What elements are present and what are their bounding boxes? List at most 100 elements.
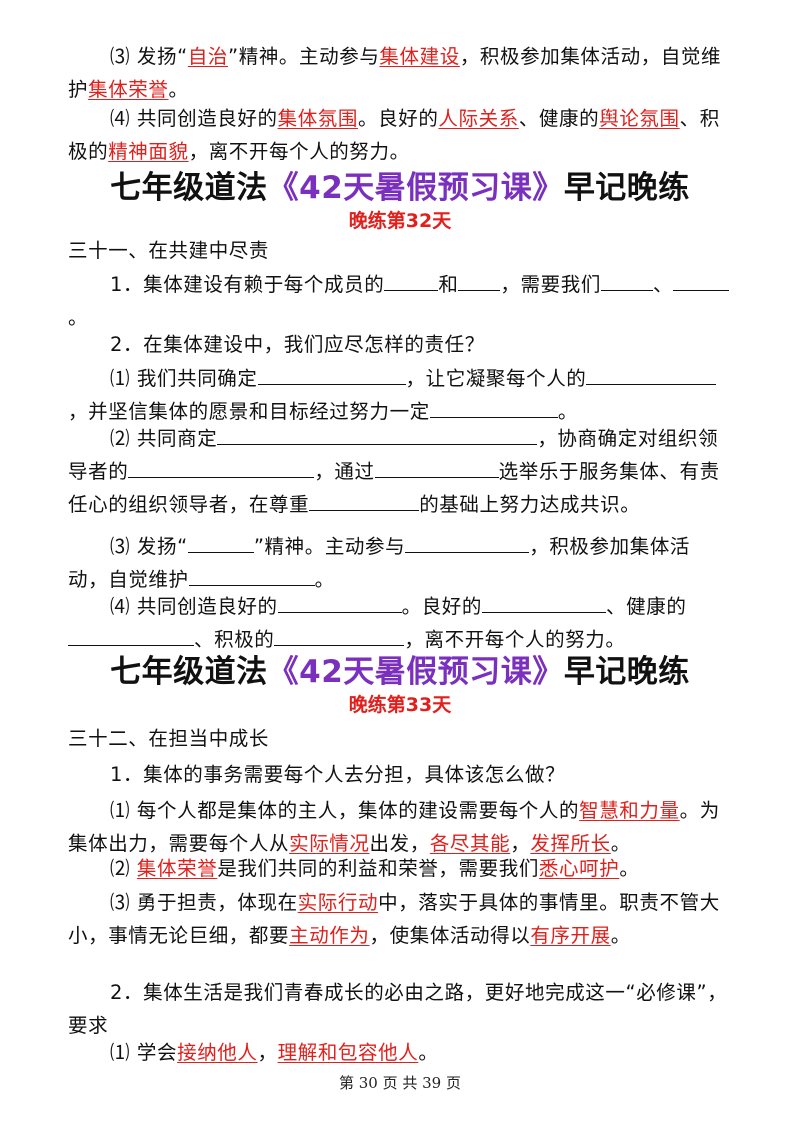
text: 、 (652, 273, 674, 296)
sec31-item-4: ⑷ 共同创造良好的。良好的、健康的、积极的，离不开每个人的努力。 (68, 590, 730, 656)
subtitle-day32: 晚练第32天 (348, 210, 452, 232)
sec31-item-3: ⑶ 发扬“ ”精神。主动参与，积极参加集体活动，自觉维护。 (68, 530, 730, 596)
answer-text: 集体建设 (379, 45, 460, 68)
answer-text: 集体荣誉 (136, 857, 218, 880)
fill-blank[interactable] (309, 490, 420, 511)
fill-blank[interactable] (188, 565, 315, 586)
text: ，积极参加集体活动，自觉维护 (68, 45, 722, 101)
fill-blank[interactable] (673, 270, 730, 291)
sec31-question-2: 2．在集体建设中，我们应尽怎样的责任？ (110, 333, 485, 356)
text: ⑶ 发扬“ (110, 535, 188, 558)
section-title-32: 三十二、在担当中成长 (68, 727, 270, 750)
text: 。 (557, 400, 578, 423)
text: ， (510, 832, 531, 855)
text: 出发， (369, 832, 430, 855)
text: ”精神。主动参与 (228, 45, 380, 68)
answer-text: 各尽其能 (429, 832, 511, 855)
sec32-item-1: ⑴ 每个人都是集体的主人，集体的建设需要每个人的智慧和力量。为集体出力，需要每个… (68, 794, 730, 860)
sec31-question-1: 1．集体建设有赖于每个成员的和，需要我们、。 (68, 268, 730, 334)
text: 选举乐于服务集体、有责任心的组织领导者，在尊重 (68, 460, 720, 516)
fill-blank[interactable] (405, 532, 530, 553)
fill-blank[interactable] (277, 592, 402, 613)
sec32-item-2: ⑵ 集体荣誉是我们共同的利益和荣誉，需要我们悉心呵护。 (68, 852, 730, 885)
text: ，并坚信集体的愿景和目标经过努力一定 (68, 400, 430, 423)
text: 。 (418, 1041, 439, 1064)
sec32-item-2-1: ⑴ 学会接纳他人，理解和包容他人。 (68, 1036, 730, 1069)
subtitle-day33: 晚练第33天 (348, 694, 452, 716)
top-item-4: ⑷ 共同创造良好的集体氛围。良好的人际关系、健康的舆论氛围、积极的精神面貌，离不… (68, 102, 730, 168)
sec32-question-2: 2．集体生活是我们青春成长的必由之路，更好地完成这一“必修课”，要求 (68, 981, 728, 1037)
fill-blank[interactable] (600, 270, 653, 291)
title-text: 早记晚练 (563, 170, 690, 206)
text: ，离不开每个人的努力。 (188, 140, 410, 163)
text: 1．集体建设有赖于每个成员的 (110, 273, 385, 296)
text: 、健康的 (518, 107, 600, 130)
text: ⑵ (110, 857, 137, 880)
answer-text: 主动作为 (289, 924, 370, 947)
text: ， (257, 1041, 278, 1064)
text: ⑶ 勇于担责，体现在 (110, 891, 298, 914)
fill-blank[interactable] (274, 625, 405, 646)
answer-text: 集体氛围 (277, 107, 359, 130)
text: ，让它凝聚每个人的 (405, 367, 587, 390)
text: ⑴ 每个人都是集体的主人，集体的建设需要每个人的 (110, 799, 580, 822)
text: 。 (68, 306, 89, 329)
title-text: 七年级道法 (110, 170, 268, 206)
text: 是我们共同的利益和荣誉，需要我们 (217, 857, 539, 880)
fill-blank[interactable] (187, 532, 254, 553)
answer-text: 人际关系 (438, 107, 519, 130)
fill-blank[interactable] (429, 397, 558, 418)
answer-text: 集体荣誉 (88, 78, 169, 101)
answer-text: 智慧和力量 (579, 799, 680, 822)
title-text: 七年级道法 (110, 654, 268, 690)
answer-text: 理解和包容他人 (277, 1041, 419, 1064)
text: 、健康的 (606, 595, 687, 618)
top-item-3: ⑶ 发扬“自治”精神。主动参与集体建设，积极参加集体活动，自觉维护集体荣誉。 (68, 40, 730, 106)
text: 。 (619, 857, 640, 880)
answer-text: 舆论氛围 (599, 107, 680, 130)
sec31-item-1: ⑴ 我们共同确定 ，让它凝聚每个人的 ，并坚信集体的愿景和目标经过努力一定 。 (68, 362, 730, 428)
text: ，协商确定对组织领导者的 (68, 427, 719, 483)
title-text: 早记晚练 (563, 654, 690, 690)
answer-text: 实际情况 (289, 832, 370, 855)
answer-text: 精神面貌 (108, 140, 189, 163)
title-highlight: 《42天暑假预习课》 (267, 170, 564, 206)
text: ，需要我们 (500, 273, 601, 296)
fill-blank[interactable] (458, 270, 501, 291)
text: ，通过 (314, 460, 375, 483)
text: 。 (610, 832, 631, 855)
text: ”精神。主动参与 (253, 535, 406, 558)
fill-blank[interactable] (68, 625, 194, 646)
text: ⑷ 共同创造良好的 (110, 595, 278, 618)
title-highlight: 《42天暑假预习课》 (267, 654, 564, 690)
text: ⑴ 我们共同确定 (110, 367, 258, 390)
sec32-item-3: ⑶ 勇于担责，体现在实际行动中，落实于具体的事情里。职责不管大小，事情无论巨细，… (68, 886, 730, 952)
fill-blank[interactable] (257, 364, 406, 385)
answer-text: 悉心呵护 (538, 857, 620, 880)
page-number: 第 30 页 共 39 页 (338, 1074, 461, 1092)
fill-blank[interactable] (586, 364, 717, 385)
text: 、积极的 (194, 628, 275, 651)
text: ，离不开每个人的努力。 (404, 628, 626, 651)
answer-text: 实际行动 (297, 891, 379, 914)
text: 。 (168, 78, 189, 101)
page-title-day32: 七年级道法《42天暑假预习课》早记晚练 (0, 168, 800, 208)
text: ⑶ 发扬“ (110, 45, 188, 68)
text: ，积极参加集体活动，自觉维护 (68, 535, 691, 591)
text: 。 (314, 568, 335, 591)
fill-blank[interactable] (374, 457, 499, 478)
answer-text: 接纳他人 (177, 1041, 258, 1064)
fill-blank[interactable] (384, 270, 439, 291)
text: ，使集体活动得以 (369, 924, 531, 947)
text: 中，落实于具体的事情里。职责不管大小，事情无论巨细，都要 (68, 891, 720, 947)
sec31-item-2: ⑵ 共同商定，协商确定对组织领导者的，通过选举乐于服务集体、有责任心的组织领导者… (68, 422, 730, 521)
section-title-31: 三十一、在共建中尽责 (68, 239, 270, 262)
fill-blank[interactable] (128, 457, 315, 478)
answer-text: 有序开展 (530, 924, 611, 947)
fill-blank[interactable] (217, 424, 538, 445)
fill-blank[interactable] (482, 592, 607, 613)
page-title-day33: 七年级道法《42天暑假预习课》早记晚练 (0, 652, 800, 692)
answer-text: 发挥所长 (530, 832, 611, 855)
text: 、积极的 (68, 107, 720, 163)
